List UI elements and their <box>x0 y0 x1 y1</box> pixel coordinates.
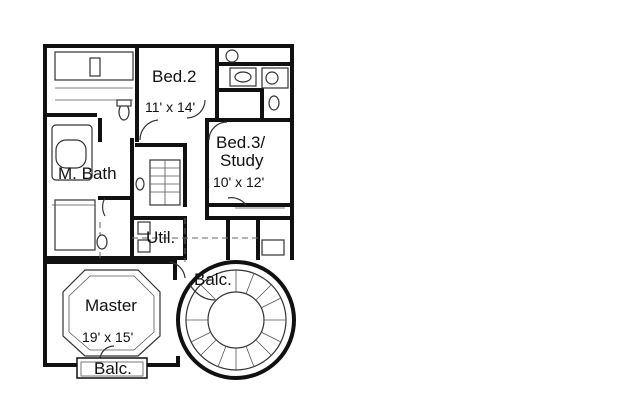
stair-run <box>149 159 181 206</box>
bed2-dims: 11' x 14' <box>145 99 195 115</box>
bed3-label-line2: Study <box>220 151 264 170</box>
master-label: Master <box>85 296 137 315</box>
master-tray-ceiling <box>62 269 161 357</box>
lower-balcony-label: Balc. <box>94 359 132 378</box>
exterior-walls <box>43 44 294 367</box>
util-label: Util. <box>146 228 175 247</box>
bed2-label: Bed.2 <box>152 67 196 86</box>
doors <box>52 99 285 361</box>
bed3-label-line1: Bed.3/ <box>216 133 265 152</box>
mbath-label: M. Bath <box>58 164 117 183</box>
bed3-dims: 10' x 12' <box>213 174 264 190</box>
upper-balcony-label: Balc. <box>194 270 232 289</box>
master-dims: 19' x 15' <box>82 329 133 345</box>
fixtures <box>51 49 289 256</box>
hall-lines <box>99 218 258 262</box>
lower-balcony <box>76 357 148 379</box>
spiral-staircase <box>176 260 296 380</box>
